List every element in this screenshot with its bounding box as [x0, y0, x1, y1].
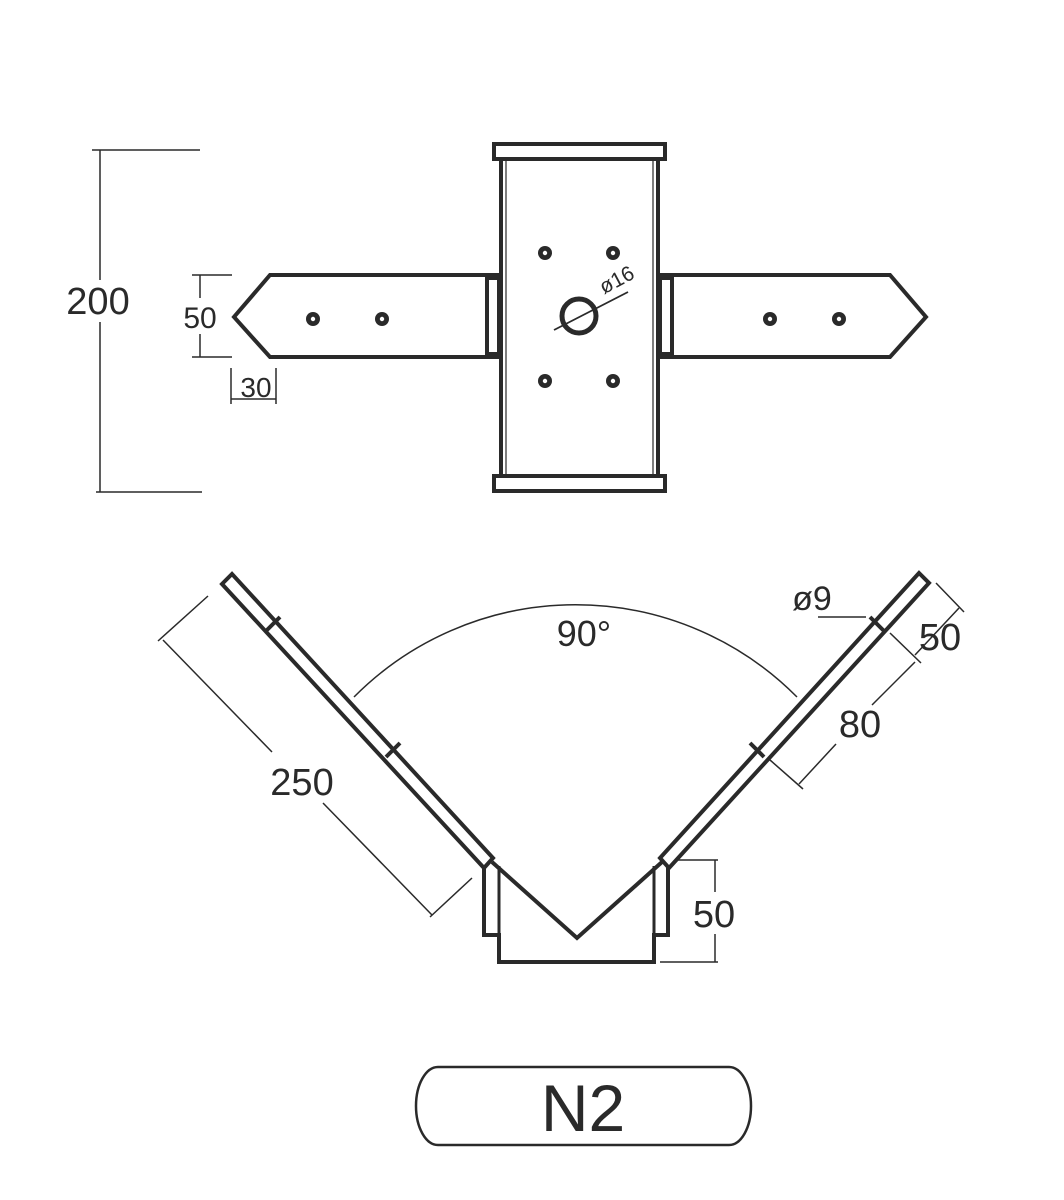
center-hole — [559, 296, 599, 336]
base-channel — [482, 860, 670, 964]
part-label: N2 — [414, 1065, 753, 1147]
angle-arc — [353, 603, 798, 698]
angle-label: 90° — [557, 613, 611, 654]
arm-length-label: 250 — [270, 762, 333, 804]
center-hole-leader — [553, 291, 629, 331]
part-label-text: N2 — [541, 1071, 625, 1145]
left-arm — [231, 273, 501, 359]
left-angle-bar — [219, 571, 496, 871]
tip-dimension: 30 — [230, 368, 277, 404]
base-height-label: 50 — [693, 894, 735, 936]
tip-dimension-label: 30 — [240, 372, 271, 403]
hole-callout: ø9 — [792, 580, 866, 618]
center-plate: ø16 — [492, 142, 667, 493]
arm-width-dimension: 50 — [183, 274, 232, 358]
top-view: 200 50 30 — [66, 142, 929, 493]
hole-callout-label: ø9 — [792, 580, 832, 618]
hole-spacing-label: 80 — [839, 704, 881, 746]
arm-length-dimension: 250 — [157, 595, 473, 918]
edge-offset-label: 50 — [919, 617, 961, 659]
bottom-view: 90° 250 — [157, 570, 965, 964]
right-arm — [658, 273, 929, 359]
height-dimension-label: 200 — [66, 281, 129, 323]
hole-spacing-dimension: 50 80 — [769, 582, 965, 790]
height-dimension: 200 — [66, 149, 202, 493]
base-height-dimension: 50 — [660, 859, 735, 963]
arm-width-label: 50 — [183, 302, 216, 335]
part-label-frame — [414, 1065, 753, 1147]
